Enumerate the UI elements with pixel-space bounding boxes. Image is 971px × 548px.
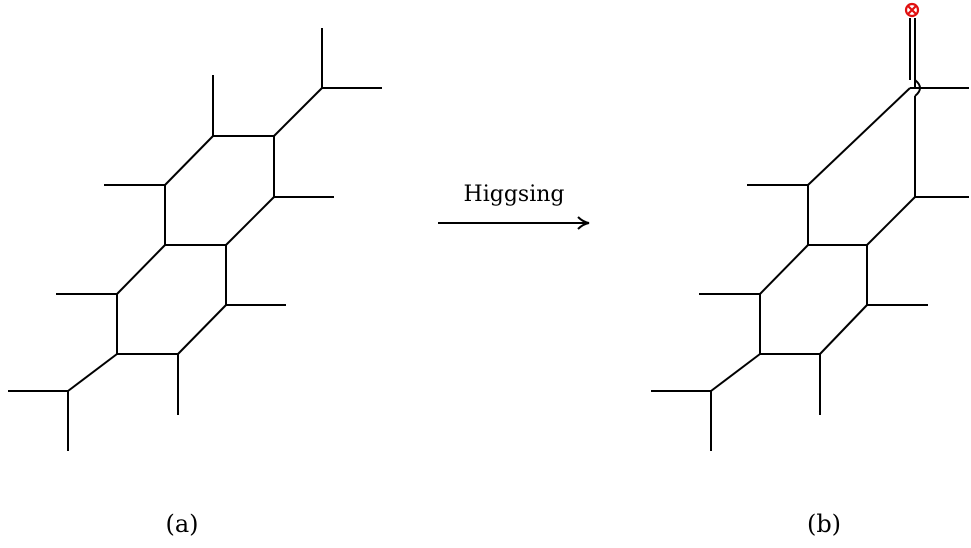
- circled-x-icon: [904, 2, 920, 18]
- edge: [759, 244, 809, 295]
- panel-a-label: (a): [165, 510, 198, 538]
- edge: [819, 304, 868, 355]
- edge: [710, 353, 761, 392]
- edge: [866, 196, 916, 246]
- arrow-head-icon: [577, 216, 590, 230]
- edge: [807, 87, 911, 186]
- edge: [67, 353, 118, 392]
- higgsing-arrow: Higgsing: [438, 182, 590, 230]
- arrow-label: Higgsing: [464, 182, 565, 207]
- edge: [225, 196, 275, 246]
- panel-b-label: (b): [807, 510, 841, 538]
- edge: [164, 135, 214, 186]
- panel-b-web: [651, 2, 969, 451]
- edge: [116, 244, 166, 295]
- edge: [177, 304, 227, 355]
- panel-a-web: [8, 28, 382, 451]
- edge: [273, 87, 323, 137]
- crossing-hop: [914, 79, 921, 97]
